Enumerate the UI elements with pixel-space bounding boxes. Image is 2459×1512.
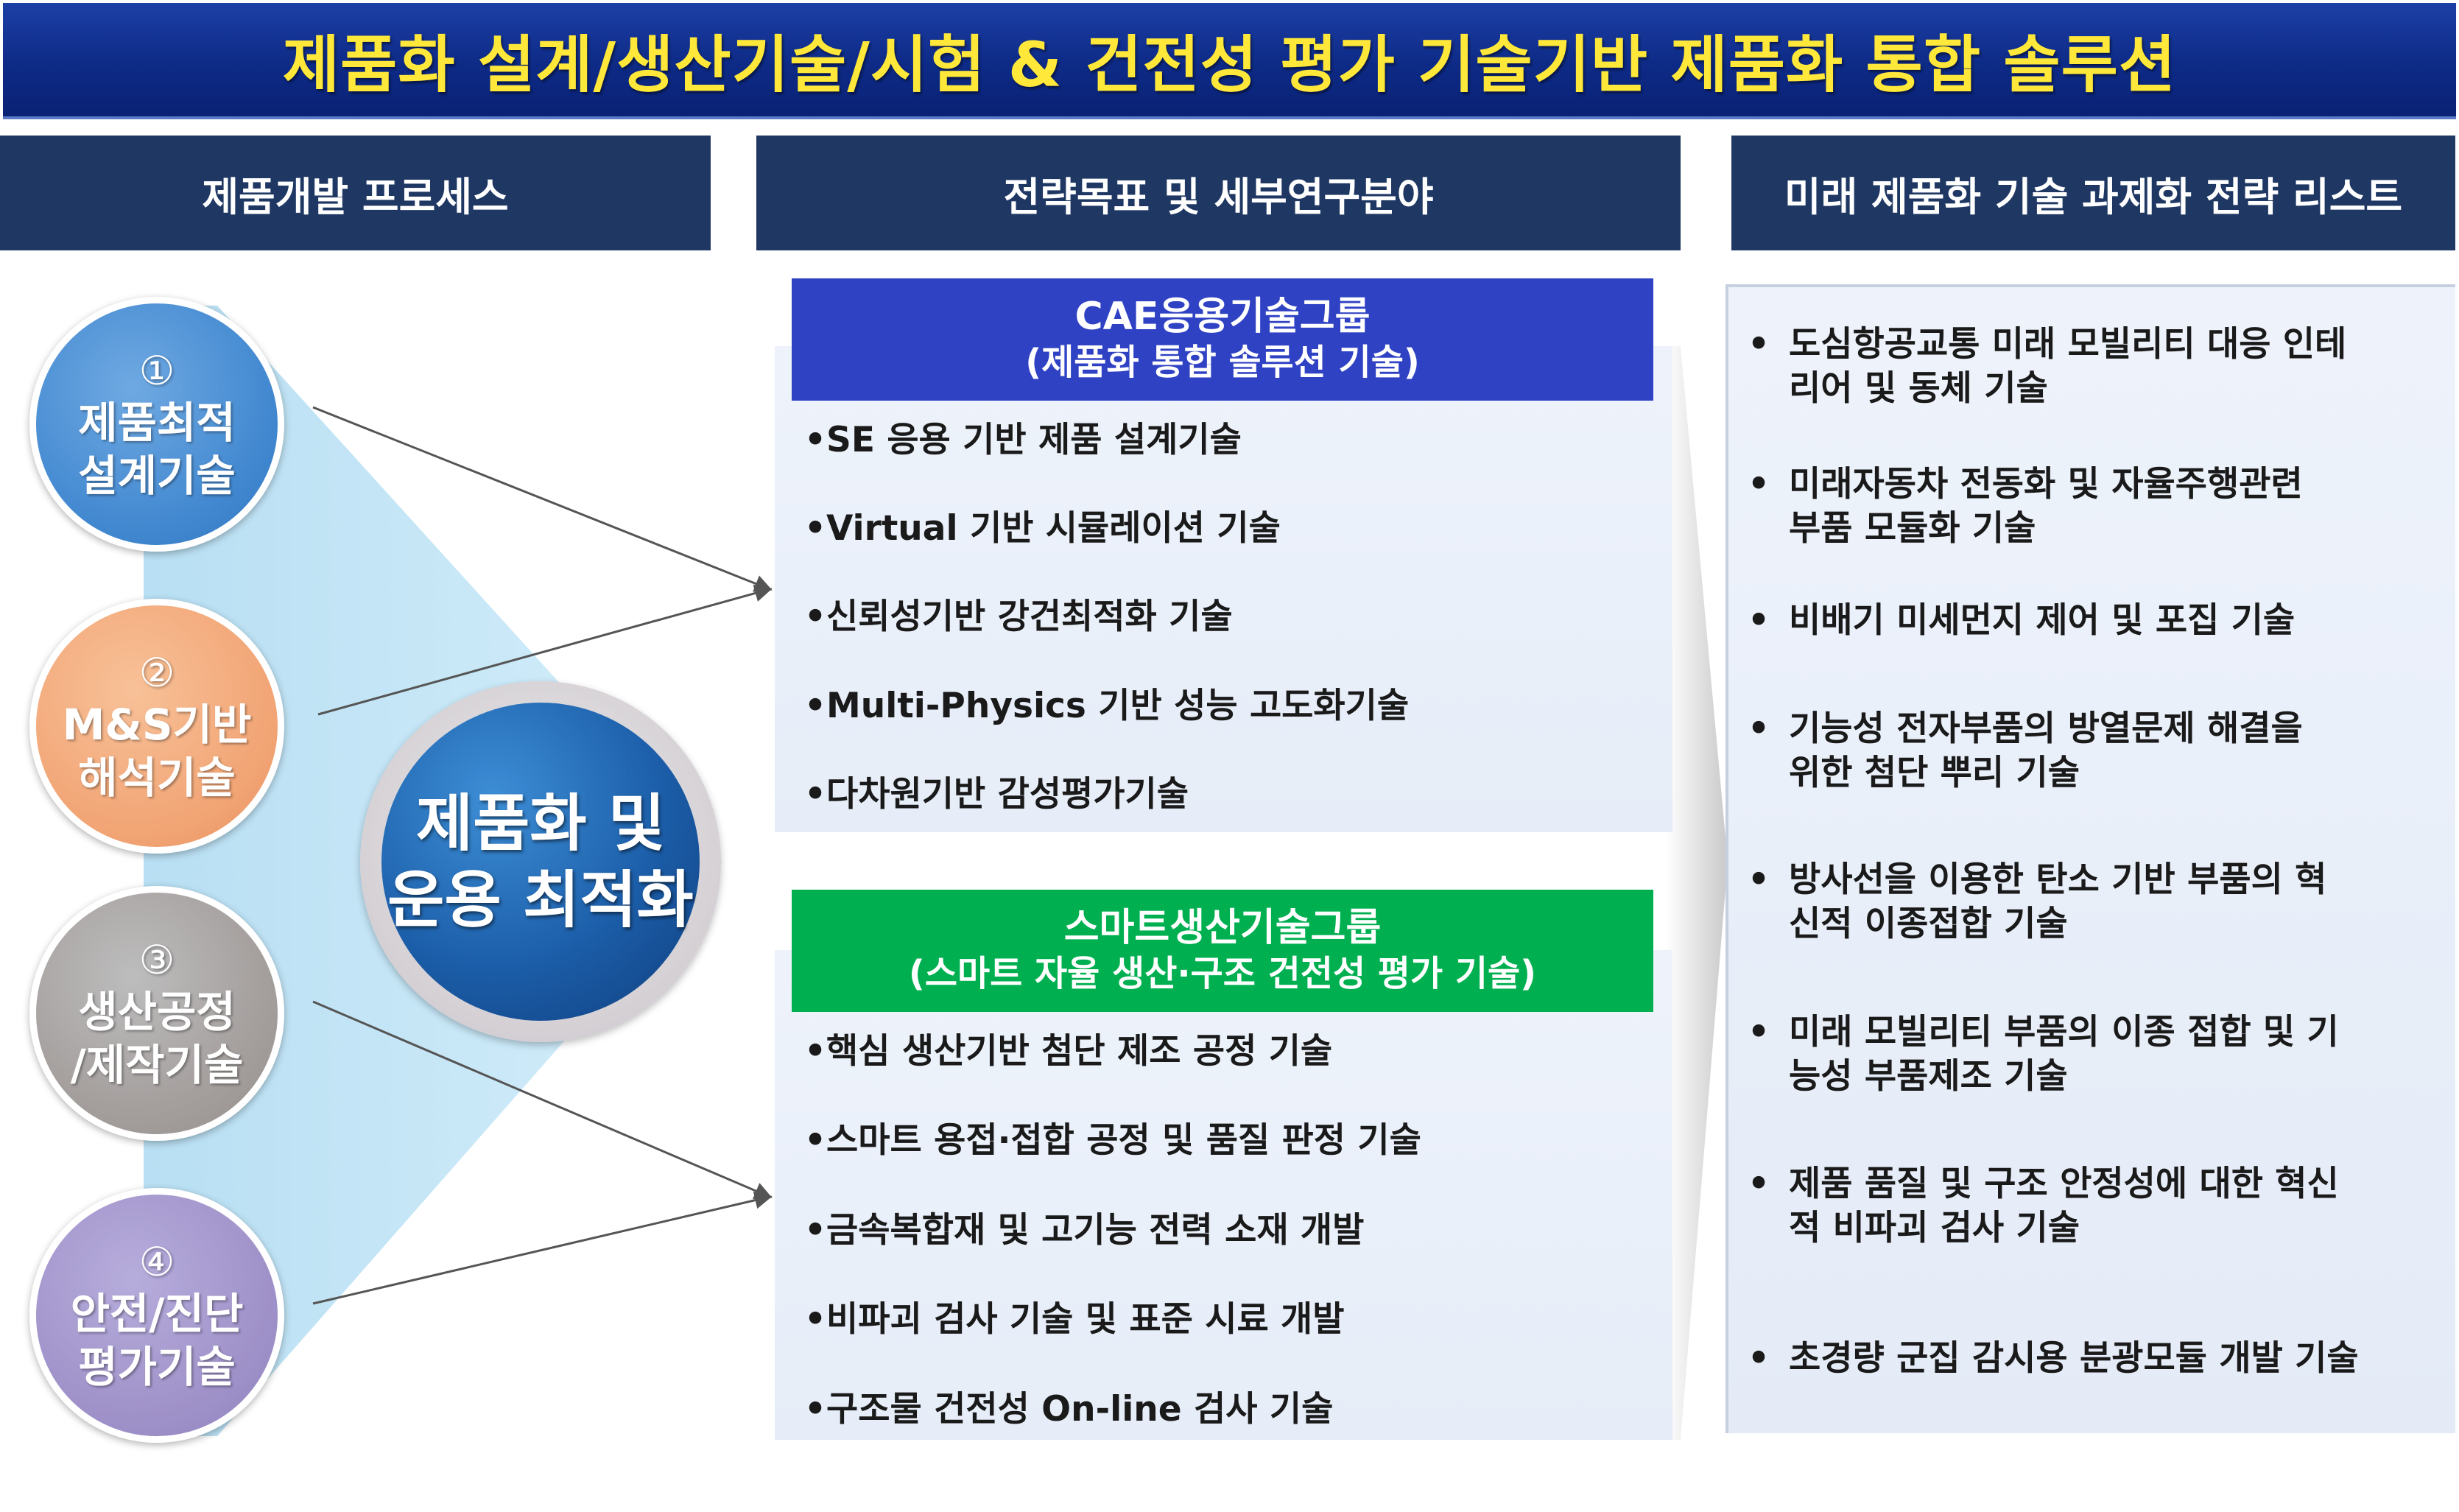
process-step-3: ③ 생산공정 /제작기술 bbox=[29, 886, 284, 1141]
bullet: • bbox=[804, 774, 827, 815]
group-title: 스마트생산기술그룹 bbox=[1063, 906, 1382, 950]
bullet: • bbox=[1748, 1164, 1770, 1204]
process-step-4: ④ 안전/진단 평가기술 bbox=[29, 1188, 284, 1443]
header-process: 제품개발 프로세스 bbox=[0, 136, 711, 250]
item-text: 방사선을 이용한 탄소 기반 부품의 혁 bbox=[1789, 859, 2327, 900]
list-item: •핵심 생산기반 첨단 제조 공정 기술 bbox=[804, 1030, 1332, 1074]
group-subtitle: (제품화 통합 솔루션 기술) bbox=[1025, 342, 1420, 383]
step-label: 제품최적 bbox=[78, 398, 236, 448]
header-future: 미래 제품화 기술 과제화 전략 리스트 bbox=[1731, 136, 2455, 250]
bullet: • bbox=[804, 597, 827, 637]
item-text: 핵심 생산기반 첨단 제조 공정 기술 bbox=[826, 1031, 1333, 1072]
item-text: 신뢰성기반 강건최적화 기술 bbox=[826, 597, 1233, 637]
list-item: •구조물 건전성 On-line 검사 기술 bbox=[804, 1388, 1333, 1432]
bullet: • bbox=[1748, 1012, 1770, 1052]
bullet: • bbox=[804, 1210, 827, 1251]
item-text: 부품 모듈화 기술 bbox=[1789, 508, 2036, 549]
bullet: • bbox=[804, 686, 827, 726]
item-text: Multi-Physics 기반 성능 고도화기술 bbox=[826, 686, 1410, 726]
list-item: •SE 응용 기반 제품 설계기술 bbox=[804, 418, 1242, 463]
item-text: 초경량 군집 감시용 분광모듈 개발 기술 bbox=[1789, 1338, 2359, 1379]
item-text: 리어 및 동체 기술 bbox=[1789, 368, 2048, 409]
cae-group-panel bbox=[775, 346, 1672, 832]
future-list-item: • 비배기 미세먼지 제어 및 포집 기술 bbox=[1748, 599, 2440, 643]
center-label: 제품화 및 bbox=[415, 787, 666, 859]
item-text: SE 응용 기반 제품 설계기술 bbox=[826, 420, 1242, 460]
center-label: 운용 최적화 bbox=[387, 864, 694, 936]
step-number: ① bbox=[138, 348, 175, 394]
item-text: 미래 모빌리티 부품의 이종 접합 및 기 bbox=[1789, 1012, 2339, 1052]
group-title: CAE응용기술그룹 bbox=[1074, 295, 1371, 339]
cae-group-header: CAE응용기술그룹 (제품화 통합 솔루션 기술) bbox=[792, 278, 1653, 401]
process-step-2: ② M&S기반 해석기술 bbox=[29, 599, 284, 854]
page-title: 제품화 설계/생산기술/시험 & 건전성 평가 기술기반 제품화 통합 솔루션 bbox=[282, 28, 2177, 101]
bullet: • bbox=[1748, 708, 1770, 749]
list-item: •신뢰성기반 강건최적화 기술 bbox=[804, 595, 1233, 639]
step-number: ② bbox=[138, 650, 175, 696]
item-text: 구조물 건전성 On-line 검사 기술 bbox=[826, 1389, 1334, 1430]
list-item: •Multi-Physics 기반 성능 고도화기술 bbox=[804, 684, 1409, 728]
item-text: 신적 이종접합 기술 bbox=[1789, 904, 2068, 944]
item-text: 다차원기반 감성평가기술 bbox=[826, 774, 1189, 815]
list-item: •Virtual 기반 시뮬레이션 기술 bbox=[804, 507, 1281, 551]
step-label: 해석기술 bbox=[78, 753, 236, 803]
bullet: • bbox=[1748, 464, 1770, 504]
item-text: 금속복합재 및 고기능 전력 소재 개발 bbox=[826, 1210, 1365, 1251]
bullet: • bbox=[804, 1299, 827, 1340]
arrow-step1-to-cae bbox=[312, 406, 773, 592]
bullet: • bbox=[1748, 600, 1770, 641]
title-banner: 제품화 설계/생산기술/시험 & 건전성 평가 기술기반 제품화 통합 솔루션 bbox=[3, 3, 2456, 119]
item-text: 능성 부품제조 기술 bbox=[1789, 1056, 2068, 1097]
process-step-1: ① 제품최적 설계기술 bbox=[29, 297, 284, 552]
arrow-step4-to-smart bbox=[312, 1191, 773, 1305]
list-item: •스마트 용접·접합 공정 및 품질 판정 기술 bbox=[804, 1119, 1421, 1163]
header-strategy: 전략목표 및 세부연구분야 bbox=[756, 136, 1681, 250]
step-label: /제작기술 bbox=[70, 1040, 244, 1090]
bullet: • bbox=[804, 420, 827, 460]
step-label: 생산공정 bbox=[78, 987, 236, 1037]
center-goal-circle: 제품화 및 운용 최적화 bbox=[381, 703, 700, 1021]
step-number: ③ bbox=[138, 937, 175, 983]
bullet: • bbox=[1748, 324, 1770, 365]
item-text: 적 비파괴 검사 기술 bbox=[1789, 1208, 2080, 1248]
step-label: 안전/진단 bbox=[70, 1289, 244, 1339]
bullet: • bbox=[1748, 859, 1770, 900]
list-item: •금속복합재 및 고기능 전력 소재 개발 bbox=[804, 1209, 1364, 1253]
step-label: 평가기술 bbox=[78, 1342, 236, 1392]
future-list-item: • 초경량 군집 감시용 분광모듈 개발 기술 bbox=[1748, 1337, 2440, 1381]
bullet: • bbox=[804, 1031, 827, 1072]
list-item: •다차원기반 감성평가기술 bbox=[804, 773, 1189, 817]
future-list-panel bbox=[1725, 284, 2455, 1433]
group-subtitle: (스마트 자율 생산·구조 건전성 평가 기술) bbox=[908, 953, 1537, 994]
list-item: •비파괴 검사 기술 및 표준 시료 개발 bbox=[804, 1298, 1345, 1342]
item-text: 미래자동차 전동화 및 자율주행관련 bbox=[1789, 464, 2303, 504]
smart-group-header: 스마트생산기술그룹 (스마트 자율 생산·구조 건전성 평가 기술) bbox=[792, 890, 1653, 1012]
cae-item-list: •SE 응용 기반 제품 설계기술 •Virtual 기반 시뮬레이션 기술 •… bbox=[804, 0, 1666, 1512]
chevron-shape bbox=[1666, 346, 1728, 1440]
bullet: • bbox=[804, 1389, 827, 1430]
item-text: 기능성 전자부품의 방열문제 해결을 bbox=[1789, 708, 2303, 749]
item-text: 비파괴 검사 기술 및 표준 시료 개발 bbox=[826, 1299, 1345, 1340]
step-number: ④ bbox=[138, 1239, 175, 1285]
smart-group-panel bbox=[775, 950, 1672, 1440]
step-label: M&S기반 bbox=[62, 700, 252, 750]
item-text: 제품 품질 및 구조 안정성에 대한 혁신 bbox=[1789, 1164, 2339, 1204]
smart-item-list: •핵심 생산기반 첨단 제조 공정 기술 •스마트 용접·접합 공정 및 품질 … bbox=[804, 0, 1666, 1512]
item-text: 위한 첨단 뿌리 기술 bbox=[1789, 753, 2080, 793]
bullet: • bbox=[1748, 1338, 1770, 1379]
bullet: • bbox=[804, 508, 827, 549]
step-label: 설계기술 bbox=[78, 451, 236, 501]
item-text: 스마트 용접·접합 공정 및 품질 판정 기술 bbox=[826, 1120, 1421, 1161]
item-text: 비배기 미세먼지 제어 및 포집 기술 bbox=[1789, 600, 2296, 641]
item-text: Virtual 기반 시뮬레이션 기술 bbox=[826, 508, 1281, 549]
bullet: • bbox=[804, 1120, 827, 1161]
item-text: 도심항공교통 미래 모빌리티 대응 인테 bbox=[1789, 324, 2347, 365]
